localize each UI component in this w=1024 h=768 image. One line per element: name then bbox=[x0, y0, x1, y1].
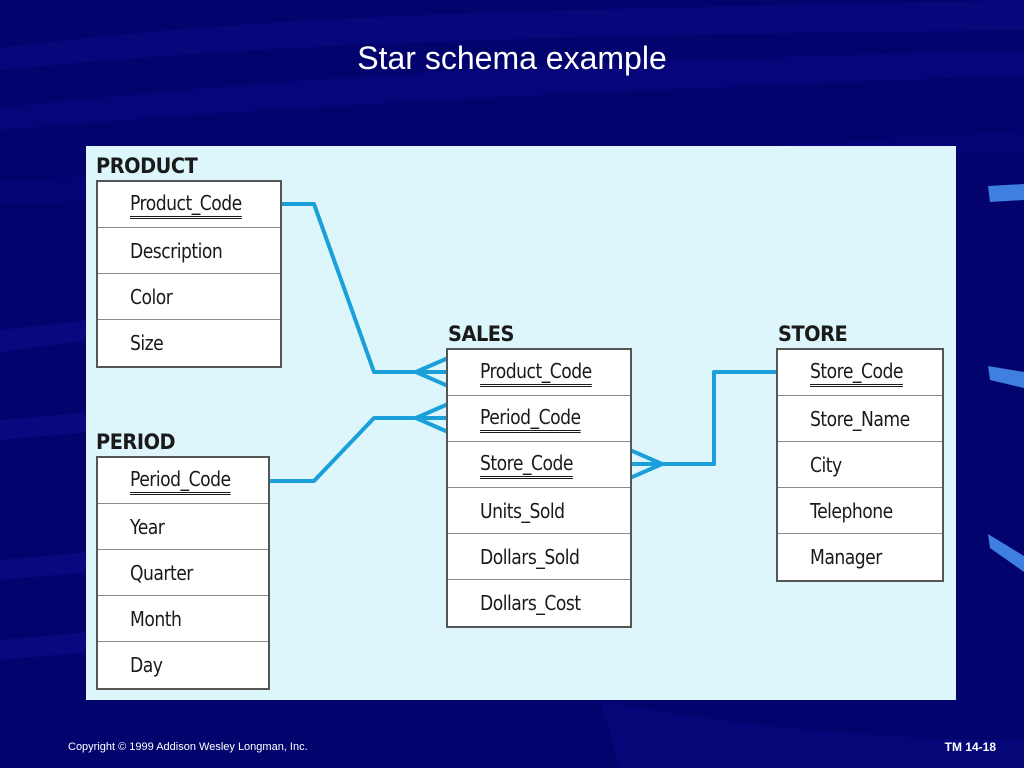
field-row: Day bbox=[98, 642, 268, 688]
slide-id: TM 14-18 bbox=[944, 740, 996, 754]
entity-store: Store_Code Store_Name City Telephone Man… bbox=[776, 348, 944, 582]
field-row: Manager bbox=[778, 534, 942, 580]
entity-period: Period_Code Year Quarter Month Day bbox=[96, 456, 270, 690]
primary-key-field: Period_Code bbox=[130, 467, 231, 495]
connector-period-sales bbox=[266, 416, 418, 483]
field-row: Product_Code bbox=[98, 182, 280, 228]
field-label: Store_Name bbox=[810, 406, 910, 431]
field-row: Store_Name bbox=[778, 396, 942, 442]
crowfoot-store-sales bbox=[628, 448, 664, 480]
entity-title-sales: SALES bbox=[448, 322, 514, 346]
entity-title-product: PRODUCT bbox=[96, 154, 198, 178]
field-row: Quarter bbox=[98, 550, 268, 596]
field-row: Description bbox=[98, 228, 280, 274]
field-label: Manager bbox=[810, 545, 882, 569]
field-row: Color bbox=[98, 274, 280, 320]
field-row: Year bbox=[98, 504, 268, 550]
field-label: Size bbox=[130, 331, 164, 355]
connector-store-sales bbox=[630, 370, 780, 466]
field-label: Day bbox=[130, 653, 163, 677]
field-row: Size bbox=[98, 320, 280, 366]
foreign-key-field: Product_Code bbox=[480, 359, 592, 387]
entity-title-period: PERIOD bbox=[96, 430, 176, 454]
field-row: Dollars_Sold bbox=[448, 534, 630, 580]
field-row: Product_Code bbox=[448, 350, 630, 396]
field-label: Dollars_Sold bbox=[480, 544, 580, 569]
field-label: Color bbox=[130, 284, 173, 309]
field-row: Store_Code bbox=[448, 442, 630, 488]
field-row: Units_Sold bbox=[448, 488, 630, 534]
field-row: Period_Code bbox=[98, 458, 268, 504]
relationship-connectors bbox=[266, 202, 780, 483]
entity-product: Product_Code Description Color Size bbox=[96, 180, 282, 368]
field-label: Year bbox=[130, 514, 165, 539]
field-row: Dollars_Cost bbox=[448, 580, 630, 626]
field-row: Store_Code bbox=[778, 350, 942, 396]
connector-product-sales bbox=[278, 202, 418, 374]
field-label: Telephone bbox=[810, 498, 893, 523]
foreign-key-field: Period_Code bbox=[480, 405, 581, 433]
primary-key-field: Store_Code bbox=[810, 359, 903, 387]
field-label: Quarter bbox=[130, 560, 193, 585]
foreign-key-field: Store_Code bbox=[480, 451, 573, 479]
field-row: Telephone bbox=[778, 488, 942, 534]
field-row: City bbox=[778, 442, 942, 488]
entity-sales: Product_Code Period_Code Store_Code Unit… bbox=[446, 348, 632, 628]
field-label: Units_Sold bbox=[480, 498, 565, 523]
diagram-panel: PRODUCT Product_Code Description Color S… bbox=[86, 146, 956, 700]
field-label: Description bbox=[130, 238, 223, 263]
field-label: Dollars_Cost bbox=[480, 591, 581, 615]
field-row: Month bbox=[98, 596, 268, 642]
entity-title-store: STORE bbox=[778, 322, 848, 346]
slide-title: Star schema example bbox=[357, 40, 667, 76]
primary-key-field: Product_Code bbox=[130, 191, 242, 219]
copyright-notice: Copyright © 1999 Addison Wesley Longman,… bbox=[68, 741, 308, 753]
field-label: City bbox=[810, 452, 842, 477]
field-label: Month bbox=[130, 606, 182, 631]
field-row: Period_Code bbox=[448, 396, 630, 442]
